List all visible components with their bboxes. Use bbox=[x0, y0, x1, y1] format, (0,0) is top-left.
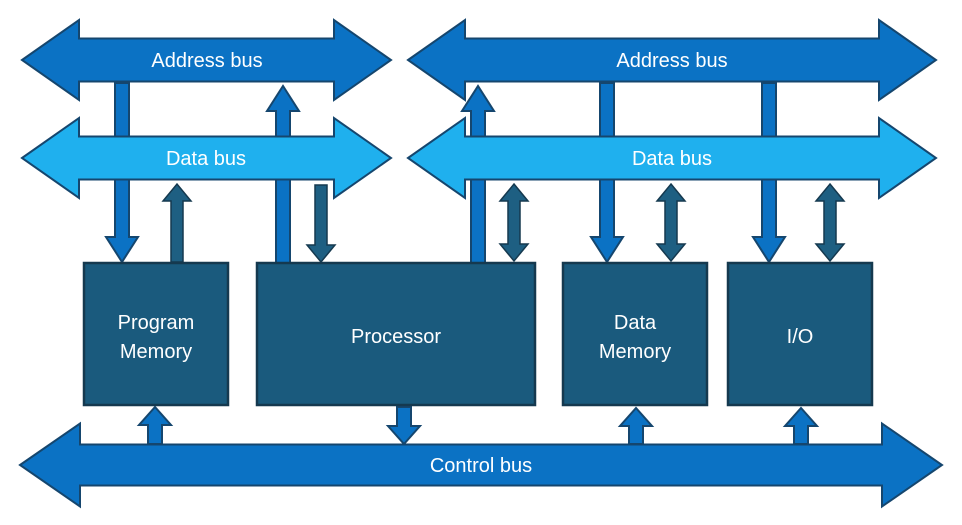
address-bus-right-label: Address bus bbox=[616, 50, 727, 72]
arrow-data-memory-databus-bidirectional bbox=[655, 182, 687, 263]
data-memory-block bbox=[561, 261, 709, 407]
data-memory-label-line1: Data bbox=[614, 312, 657, 334]
data-bus-right-label: Data bus bbox=[632, 148, 712, 170]
program-memory-label-line1: Program bbox=[118, 312, 195, 334]
program-memory-label-line2: Memory bbox=[120, 341, 192, 363]
arrow-program-memory-to-databus bbox=[161, 182, 193, 263]
data-bus-left-arrow bbox=[20, 116, 393, 200]
arrow-processor-databus-bidirectional bbox=[498, 182, 530, 263]
arrow-controlbus-to-program-memory bbox=[136, 405, 174, 445]
arrow-controlbus-to-io bbox=[782, 406, 820, 445]
data-bus-left-label: Data bus bbox=[166, 148, 246, 170]
control-bus-arrow bbox=[18, 421, 944, 509]
address-bus-left-label: Address bus bbox=[151, 50, 262, 72]
program-memory-block bbox=[82, 261, 230, 407]
processor-label: Processor bbox=[351, 326, 441, 348]
address-bus-left-arrow bbox=[20, 18, 393, 102]
io-label: I/O bbox=[787, 326, 814, 348]
arrow-processor-to-controlbus bbox=[385, 406, 423, 446]
control-bus-label: Control bus bbox=[430, 455, 532, 477]
arrow-databus-to-processor bbox=[305, 184, 337, 264]
arrow-io-databus-bidirectional bbox=[814, 182, 846, 263]
processor-block bbox=[255, 261, 537, 407]
data-memory-label-line2: Memory bbox=[599, 341, 671, 363]
io-block bbox=[726, 261, 874, 407]
data-bus-right-arrow bbox=[406, 116, 938, 200]
address-bus-right-arrow bbox=[406, 18, 938, 102]
arrow-controlbus-to-data-memory bbox=[617, 406, 655, 445]
